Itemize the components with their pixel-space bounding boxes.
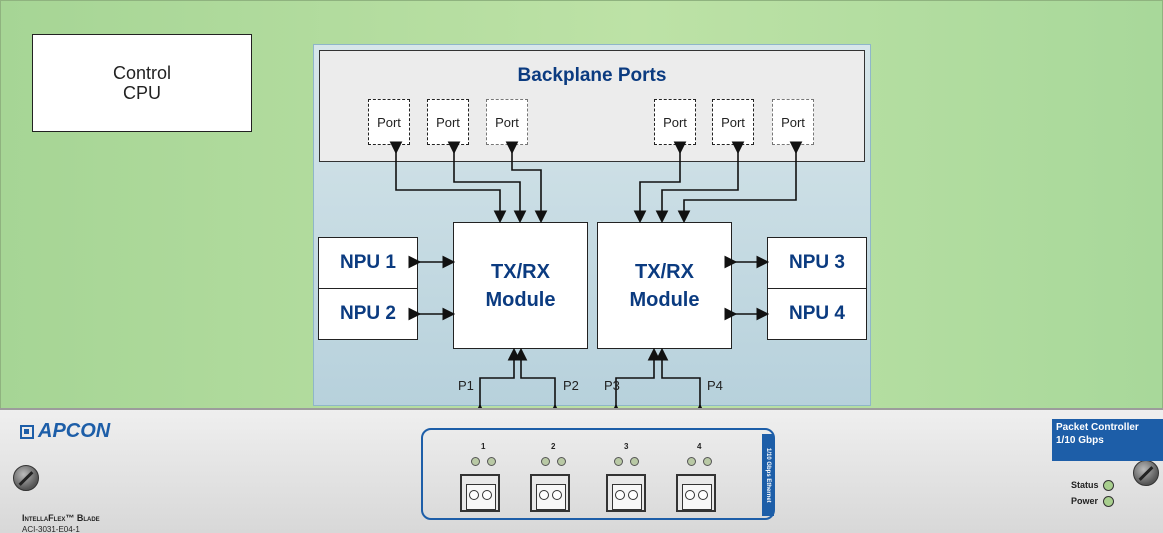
backplane-port-5: Port [712,99,754,145]
port-1-led-b [487,457,496,466]
port-number-2: 2 [551,442,556,451]
link-label-p3: P3 [604,378,620,393]
model-info: IntellaFlex™ Blade ACI-3031-E04-1 [22,513,100,533]
sfp-port-3[interactable] [606,474,646,512]
brand-name: APCON [38,420,111,442]
txrx-module-left: TX/RX Module [453,222,588,349]
port-number-3: 3 [624,442,629,451]
port-1-led-a [471,457,480,466]
sfp-port-4[interactable] [676,474,716,512]
apcon-logo: APCON [20,420,110,443]
backplane-port-3: Port [486,99,528,145]
control-cpu-box: Control CPU [32,34,252,132]
front-panel: APCON IntellaFlex™ Blade ACI-3031-E04-1 [0,408,1163,533]
power-led [1103,496,1114,507]
backplane-port-4: Port [654,99,696,145]
npu-2-box: NPU 2 [318,288,418,340]
left-screw-icon [13,465,39,491]
chip-icon [20,424,34,439]
sfp-port-2[interactable] [530,474,570,512]
backplane-ports-box: Backplane Ports Port Port Port Port Port… [319,50,865,162]
npu-4-box: NPU 4 [767,288,867,340]
port-3-led-b [630,457,639,466]
status-label: Status [1071,480,1099,490]
right-screw-icon [1133,460,1159,486]
ethernet-port-panel [421,428,775,520]
port-4-led-a [687,457,696,466]
product-name: IntellaFlex™ Blade [22,513,100,523]
power-label: Power [1071,496,1099,506]
packet-controller-label: Packet Controller 1/10 Gbps [1052,419,1163,461]
status-led [1103,480,1114,491]
backplane-port-1: Port [368,99,410,145]
port-4-led-b [703,457,712,466]
port-group-label: 1/10 Gbps Ethernet [762,434,774,516]
txrx-module-right: TX/RX Module [597,222,732,349]
backplane-port-2: Port [427,99,469,145]
port-number-1: 1 [481,442,486,451]
model-number: ACI-3031-E04-1 [22,525,80,533]
port-number-4: 4 [697,442,702,451]
backplane-title: Backplane Ports [517,65,667,86]
port-3-led-a [614,457,623,466]
link-label-p2: P2 [563,378,579,393]
link-label-p1: P1 [458,378,474,393]
link-label-p4: P4 [707,378,723,393]
port-2-led-b [557,457,566,466]
sfp-port-1[interactable] [460,474,500,512]
npu-1-box: NPU 1 [318,237,418,289]
port-2-led-a [541,457,550,466]
